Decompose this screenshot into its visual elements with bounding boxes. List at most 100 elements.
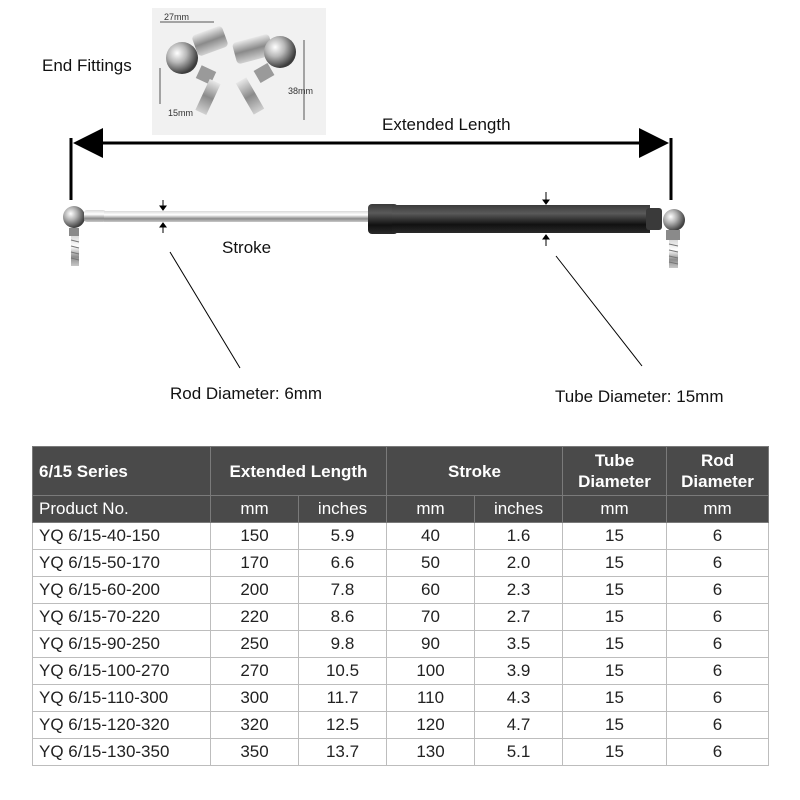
tube-diameter-label: Tube Diameter: 15mm [555,387,724,406]
right-end-fitting [663,209,685,268]
stroke-inches-header: inches [473,495,564,523]
table-row: YQ 6/15-130-350 350 13.7 130 5.1 15 6 [32,738,770,766]
fitting-height-dim: 38mm [288,86,314,96]
table-unit-header-row: Product No. mm inches mm inches mm mm [32,495,770,523]
table-row: YQ 6/15-50-170 170 6.6 50 2.0 15 6 [32,549,770,577]
cell-stroke-mm: 120 [386,711,475,739]
cell-stroke-mm: 60 [386,576,475,604]
tube-diameter-leader [555,255,643,367]
end-fittings-label: End Fittings [42,56,132,75]
cell-ext-inches: 9.8 [298,630,387,658]
cell-ext-inches: 10.5 [298,657,387,685]
cell-stroke-mm: 130 [386,738,475,766]
stroke-label: Stroke [222,238,272,257]
cell-ext-mm: 350 [210,738,299,766]
cell-ext-inches: 6.6 [298,549,387,577]
cell-tube-mm: 15 [562,657,668,685]
rod-diameter-label: Rod Diameter: 6mm [170,384,323,403]
cell-rod-mm: 6 [666,576,770,604]
table-row: YQ 6/15-110-300 300 11.7 110 4.3 15 6 [32,684,770,712]
cell-product-no: YQ 6/15-70-220 [32,603,211,631]
rod-diameter-header: Rod Diameter [666,446,770,496]
table-row: YQ 6/15-40-150 150 5.9 40 1.6 15 6 [32,522,770,550]
cell-ext-mm: 300 [210,684,299,712]
tube-diameter-header-line2: Diameter [578,472,651,491]
gas-spring-drawing [63,128,685,369]
cell-stroke-inches: 4.7 [473,711,564,739]
cell-tube-mm: 15 [562,630,668,658]
cell-tube-mm: 15 [562,684,668,712]
cell-product-no: YQ 6/15-90-250 [32,630,211,658]
cell-ext-mm: 170 [210,549,299,577]
cell-tube-mm: 15 [562,603,668,631]
cell-ext-mm: 250 [210,630,299,658]
cell-stroke-inches: 2.3 [473,576,564,604]
cell-product-no: YQ 6/15-120-320 [32,711,211,739]
table-row: YQ 6/15-120-320 320 12.5 120 4.7 15 6 [32,711,770,739]
cell-rod-mm: 6 [666,603,770,631]
tube-diameter-header: Tube Diameter [562,446,668,496]
cell-ext-inches: 12.5 [298,711,387,739]
rod-diameter-header-line2: Diameter [681,472,754,491]
extended-length-header: Extended Length [210,446,387,496]
cell-stroke-inches: 3.5 [473,630,564,658]
cell-ext-mm: 150 [210,522,299,550]
cell-product-no: YQ 6/15-40-150 [32,522,211,550]
table-row: YQ 6/15-70-220 220 8.6 70 2.7 15 6 [32,603,770,631]
cell-product-no: YQ 6/15-50-170 [32,549,211,577]
cell-ext-inches: 8.6 [298,603,387,631]
cell-ext-mm: 200 [210,576,299,604]
ext-mm-header: mm [210,495,299,523]
tube-diameter-header-line1: Tube [594,451,635,470]
table-row: YQ 6/15-100-270 270 10.5 100 3.9 15 6 [32,657,770,685]
cell-stroke-mm: 70 [386,603,475,631]
cell-rod-mm: 6 [666,630,770,658]
cell-tube-mm: 15 [562,738,668,766]
cell-stroke-inches: 2.7 [473,603,564,631]
series-header: 6/15 Series [32,446,211,496]
cell-stroke-mm: 110 [386,684,475,712]
cell-stroke-inches: 3.9 [473,657,564,685]
rod-diameter-header-line1: Rod [700,451,735,470]
cell-product-no: YQ 6/15-60-200 [32,576,211,604]
cell-ext-inches: 7.8 [298,576,387,604]
table-body: YQ 6/15-40-150 150 5.9 40 1.6 15 6 YQ 6/… [32,522,770,766]
cell-product-no: YQ 6/15-110-300 [32,684,211,712]
cell-stroke-inches: 1.6 [473,522,564,550]
cell-ext-mm: 320 [210,711,299,739]
cell-rod-mm: 6 [666,522,770,550]
piston-rod [104,211,372,222]
cell-stroke-mm: 100 [386,657,475,685]
rod-diameter-markers [159,200,167,233]
cell-rod-mm: 6 [666,738,770,766]
cell-rod-mm: 6 [666,549,770,577]
cell-rod-mm: 6 [666,657,770,685]
cell-stroke-mm: 90 [386,630,475,658]
cell-stroke-inches: 2.0 [473,549,564,577]
tube-diameter-markers [542,192,550,246]
cell-stroke-mm: 50 [386,549,475,577]
table-row: YQ 6/15-90-250 250 9.8 90 3.5 15 6 [32,630,770,658]
ext-inches-header: inches [298,495,387,523]
cell-stroke-inches: 4.3 [473,684,564,712]
tube-mm-header: mm [562,495,668,523]
cell-tube-mm: 15 [562,549,668,577]
cell-product-no: YQ 6/15-100-270 [32,657,211,685]
cell-stroke-mm: 40 [386,522,475,550]
cell-ext-mm: 270 [210,657,299,685]
left-end-fitting [63,206,106,266]
rod-diameter-leader [169,251,241,369]
specification-table: 6/15 Series Extended Length Stroke Tube … [32,446,770,766]
cell-tube-mm: 15 [562,576,668,604]
end-fittings-image: 27mm 15mm 38mm [152,8,326,135]
cell-ext-inches: 5.9 [298,522,387,550]
table-row: YQ 6/15-60-200 200 7.8 60 2.3 15 6 [32,576,770,604]
cylinder-tube [368,204,662,234]
cell-rod-mm: 6 [666,684,770,712]
cell-ext-mm: 220 [210,603,299,631]
stroke-header: Stroke [385,446,564,496]
cell-ext-inches: 13.7 [298,738,387,766]
cell-product-no: YQ 6/15-130-350 [32,738,211,766]
stroke-mm-header: mm [386,495,475,523]
gas-spring-diagram: End Fittings [42,8,724,406]
